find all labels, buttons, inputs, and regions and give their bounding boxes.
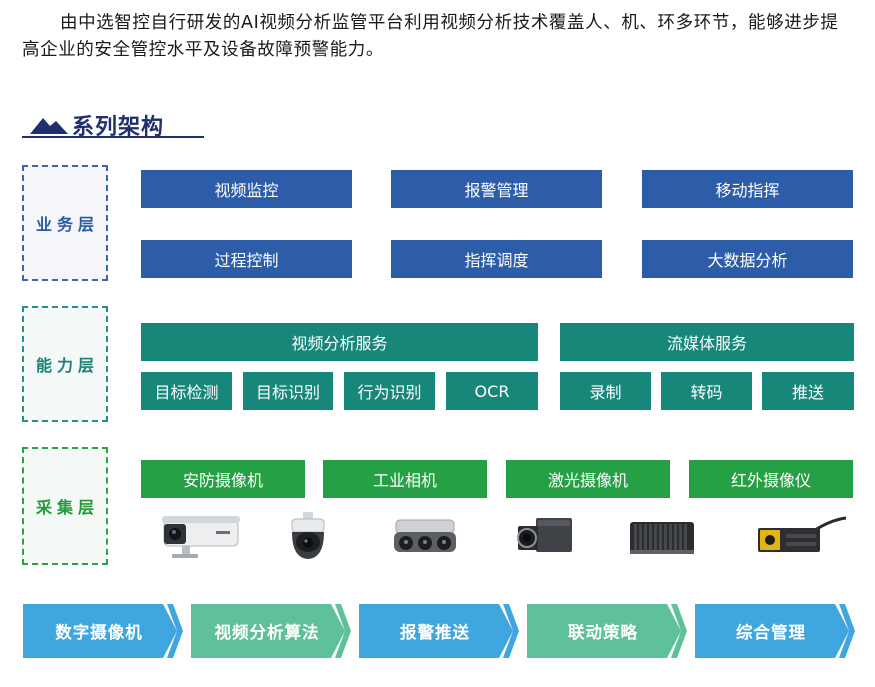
flow-step-label: 视频分析算法 <box>214 623 320 642</box>
flow-arrow-shape <box>23 604 183 658</box>
flow-step-alarm-push[interactable]: 报警推送 <box>359 604 519 658</box>
section-title-underline <box>22 136 204 138</box>
bullet-camera-icon <box>162 516 240 558</box>
flow-step-linkage-strategy[interactable]: 联动策略 <box>527 604 687 658</box>
flow-step-label: 综合管理 <box>736 623 806 642</box>
flow-step-label: 数字摄像机 <box>55 623 143 642</box>
laser-camera-icon <box>630 522 694 554</box>
multi-lens-camera-icon <box>394 519 456 552</box>
industrial-camera-icon <box>517 518 572 552</box>
business-item-alarm-management[interactable]: 报警管理 <box>391 170 602 208</box>
mountain-icon <box>30 118 68 134</box>
video-analysis-service[interactable]: 视频分析服务 <box>141 323 538 361</box>
business-item-process-control[interactable]: 过程控制 <box>141 240 352 278</box>
flow-step-integrated-management[interactable]: 综合管理 <box>695 604 855 658</box>
collect-item-infrared-camera[interactable]: 红外摄像仪 <box>689 460 853 498</box>
business-layer-label: 业务层 <box>22 165 108 281</box>
flow-step-digital-camera[interactable]: 数字摄像机 <box>23 604 183 658</box>
ability-item-behavior-recognition[interactable]: 行为识别 <box>344 372 435 410</box>
flow-arrow-shape <box>695 604 855 658</box>
business-item-command-dispatch[interactable]: 指挥调度 <box>391 240 602 278</box>
ability-item-record[interactable]: 录制 <box>560 372 651 410</box>
ability-layer-label: 能力层 <box>22 306 108 422</box>
ability-item-ocr[interactable]: OCR <box>446 372 538 410</box>
flow-arrow-shape <box>359 604 519 658</box>
ability-item-transcode[interactable]: 转码 <box>661 372 752 410</box>
section-title-text: 系列架构 <box>72 115 165 140</box>
dome-camera-icon <box>291 512 325 559</box>
collect-item-laser-camera[interactable]: 激光摄像机 <box>506 460 670 498</box>
infrared-camera-icon <box>758 516 847 552</box>
ability-item-object-recognition[interactable]: 目标识别 <box>243 372 333 410</box>
streaming-media-service[interactable]: 流媒体服务 <box>560 323 854 361</box>
ability-item-object-detection[interactable]: 目标检测 <box>141 372 232 410</box>
business-item-big-data-analysis[interactable]: 大数据分析 <box>642 240 853 278</box>
intro-paragraph: 由中选智控自行研发的AI视频分析监管平台利用视频分析技术覆盖人、机、环多环节，能… <box>22 13 839 60</box>
business-item-video-monitor[interactable]: 视频监控 <box>141 170 352 208</box>
flow-step-label: 报警推送 <box>400 623 470 642</box>
flow-arrow-shape <box>527 604 687 658</box>
ability-item-push[interactable]: 推送 <box>762 372 854 410</box>
business-item-mobile-command[interactable]: 移动指挥 <box>642 170 853 208</box>
collect-item-security-camera[interactable]: 安防摄像机 <box>141 460 305 498</box>
flow-arrow-shape <box>191 604 351 658</box>
flow-step-video-algorithm[interactable]: 视频分析算法 <box>191 604 351 658</box>
collect-layer-label: 采集层 <box>22 447 108 565</box>
section-title: 系列架构 <box>22 108 204 140</box>
flow-step-label: 联动策略 <box>568 623 638 642</box>
collect-item-industrial-camera[interactable]: 工业相机 <box>323 460 487 498</box>
